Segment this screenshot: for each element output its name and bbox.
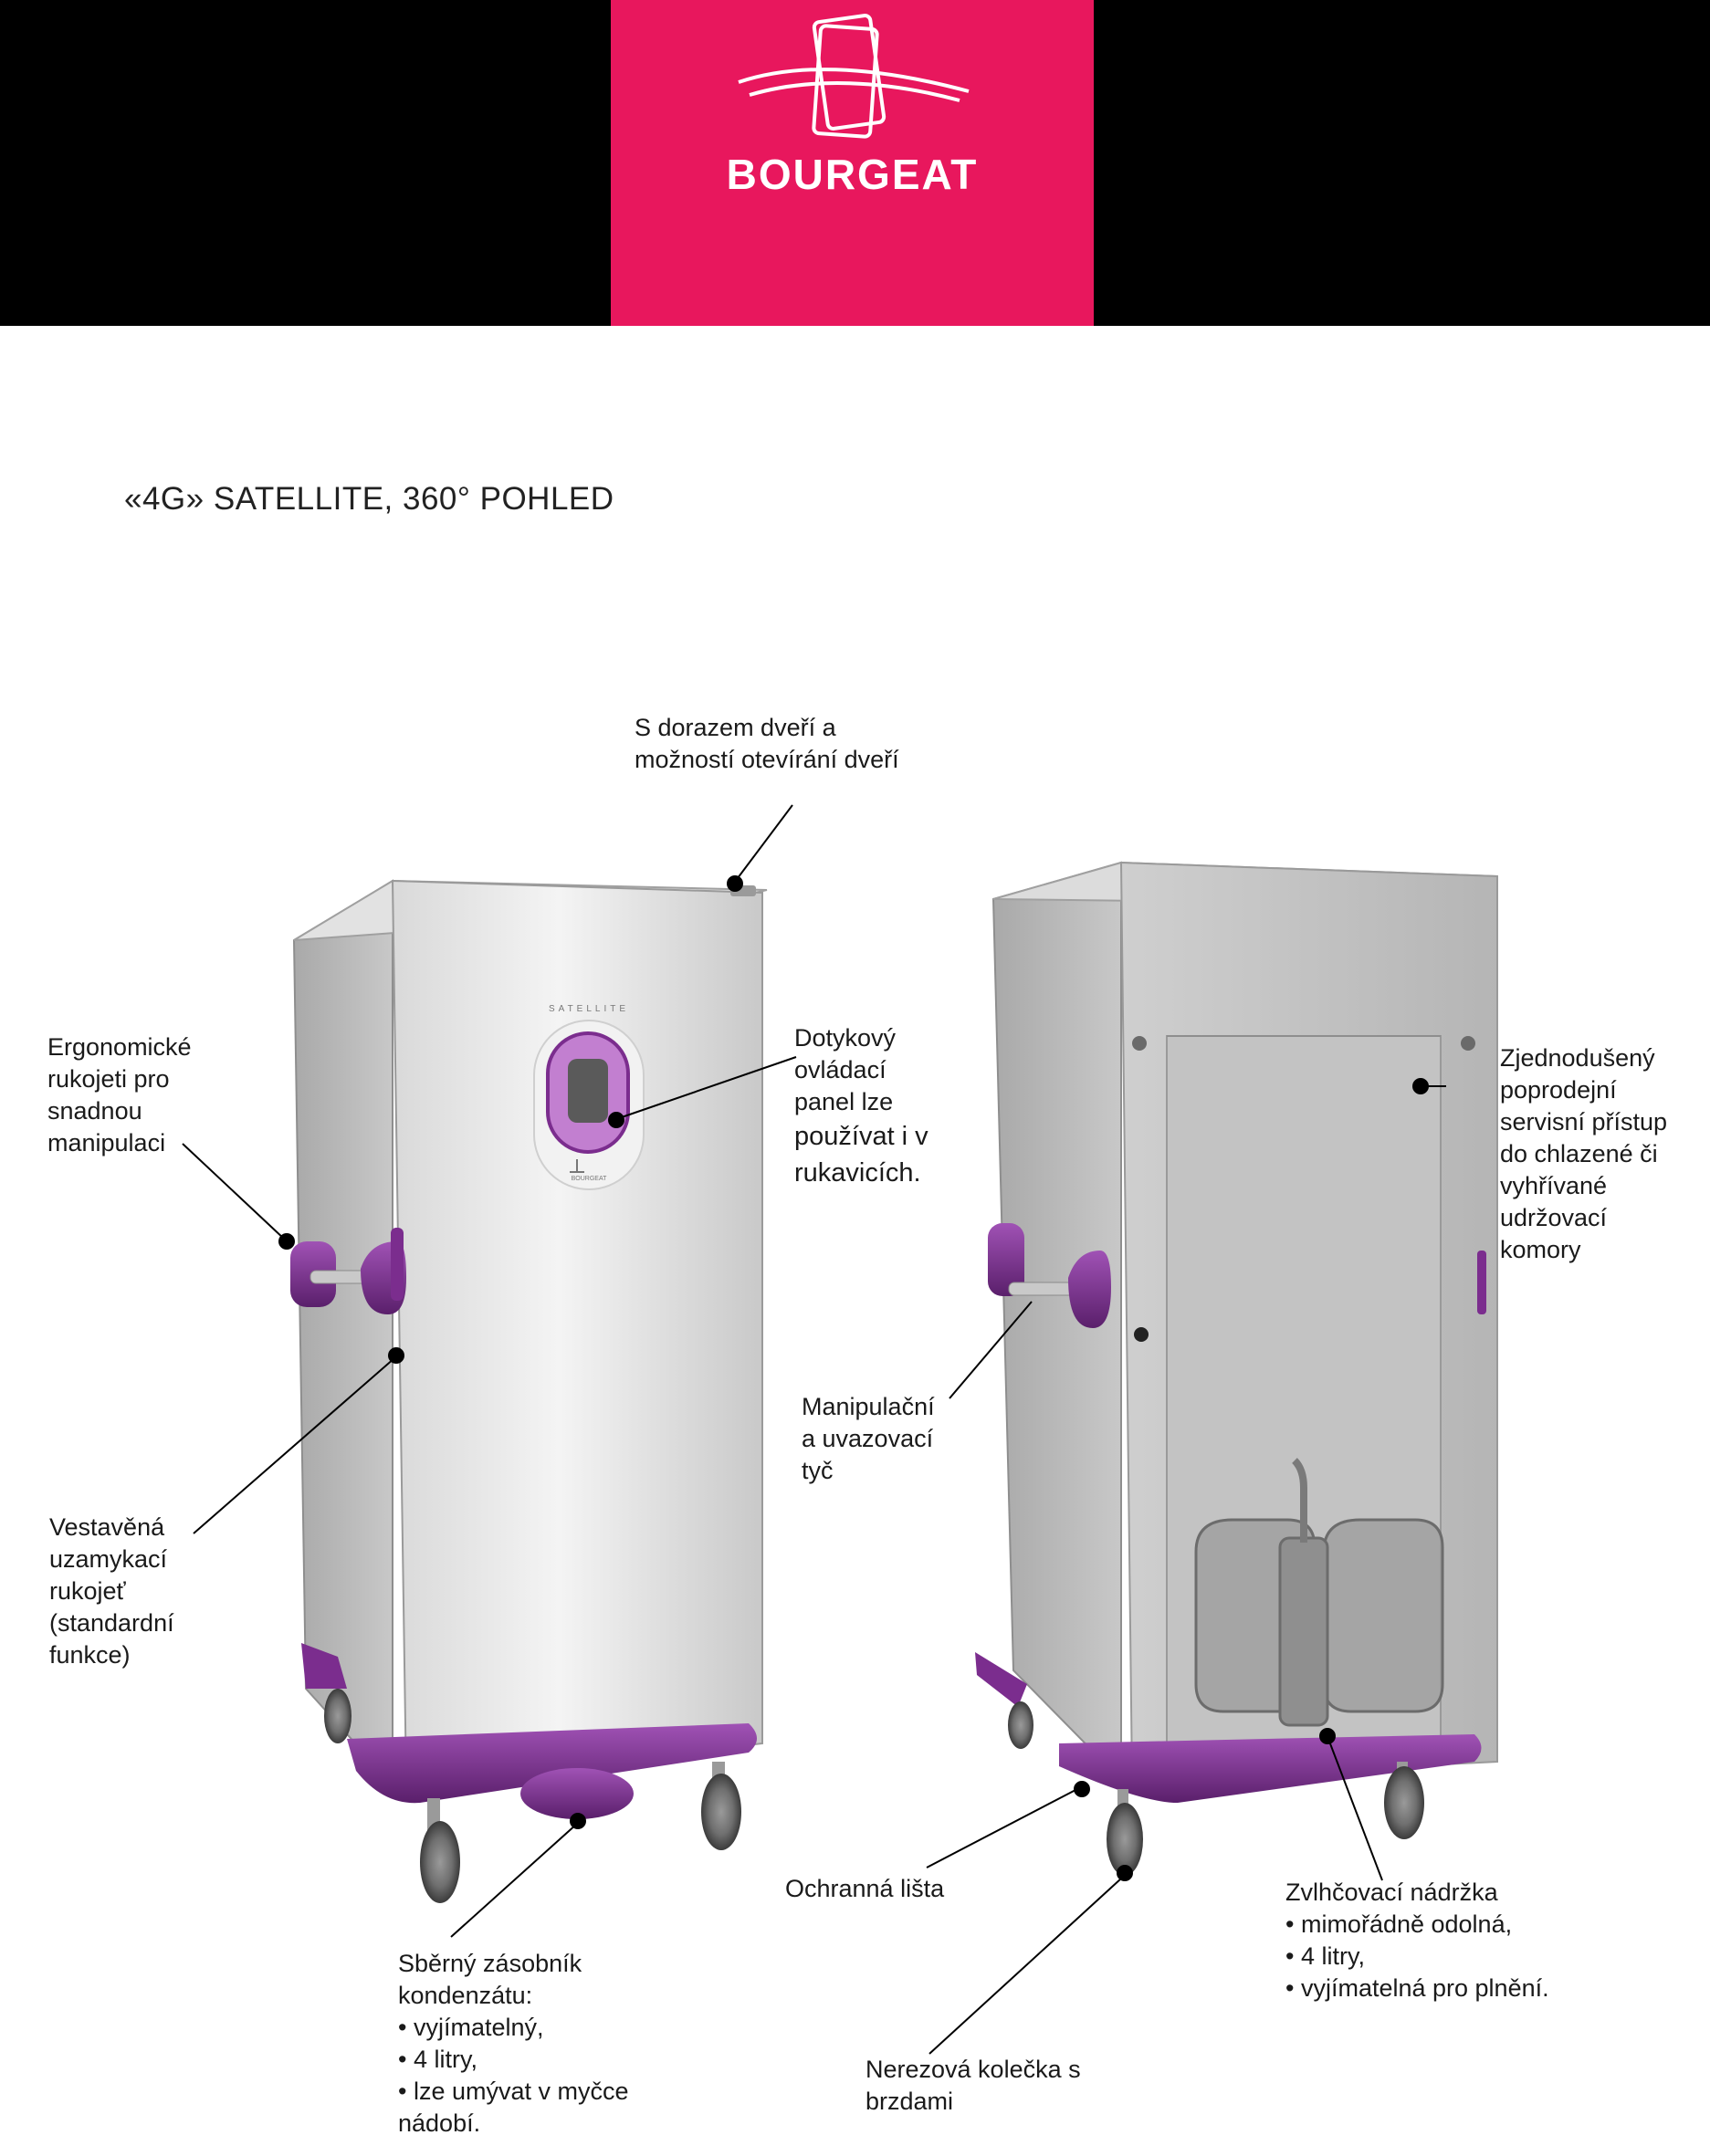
door-badge-text: BOURGEAT — [572, 1176, 607, 1182]
callout-bumper: Ochranná lišta — [785, 1875, 945, 1902]
leader-lines — [182, 804, 1446, 2055]
callout-service-access: Zjednodušený poprodejní servisní přístup… — [1500, 1044, 1668, 1263]
brand-logo: BOURGEAT — [611, 0, 1094, 326]
tie-bar-handle — [988, 1223, 1149, 1342]
water-tank — [1194, 1458, 1444, 1727]
callout-door-stop: S dorazem dveří a možností otevírání dve… — [635, 714, 899, 773]
logo-mark-icon — [738, 14, 970, 139]
page-title: «4G» SATELLITE, 360° POHLED — [124, 481, 614, 517]
touch-control-panel: SATELLITE BOURGEAT — [533, 1004, 645, 1190]
cabinet-front-view: SATELLITE BOURGEAT — [290, 879, 768, 1903]
wheel — [1107, 1789, 1143, 1876]
callout-touch-panel: Dotykový ovládací panel lze používat i v… — [794, 1024, 928, 1188]
cabinet-rear-view — [975, 861, 1498, 1876]
door-satellite-text: SATELLITE — [549, 1004, 629, 1014]
callout-water-tank: Zvlhčovací nádržka • mimořádně odolná, •… — [1285, 1879, 1549, 2002]
wheel — [420, 1798, 460, 1903]
header-band: BOURGEAT — [0, 0, 1710, 326]
ergonomic-handle — [290, 1228, 406, 1314]
callout-lock-handle: Vestavěná uzamykací rukojeť (standardní … — [49, 1513, 174, 1669]
wheel — [701, 1762, 741, 1850]
callout-handles: Ergonomické rukojeti pro snadnou manipul… — [47, 1033, 192, 1156]
callout-tie-bar: Manipulační a uvazovací tyč — [802, 1393, 935, 1484]
callout-wheels: Nerezová kolečka s brzdami — [865, 2056, 1081, 2115]
brand-name: BOURGEAT — [726, 151, 979, 198]
wheel — [324, 1689, 351, 1743]
callout-condensate-tray: Sběrný zásobník kondenzátu: • vyjímateln… — [398, 1950, 629, 2137]
wheel — [1008, 1701, 1033, 1749]
wheel — [1384, 1762, 1424, 1839]
